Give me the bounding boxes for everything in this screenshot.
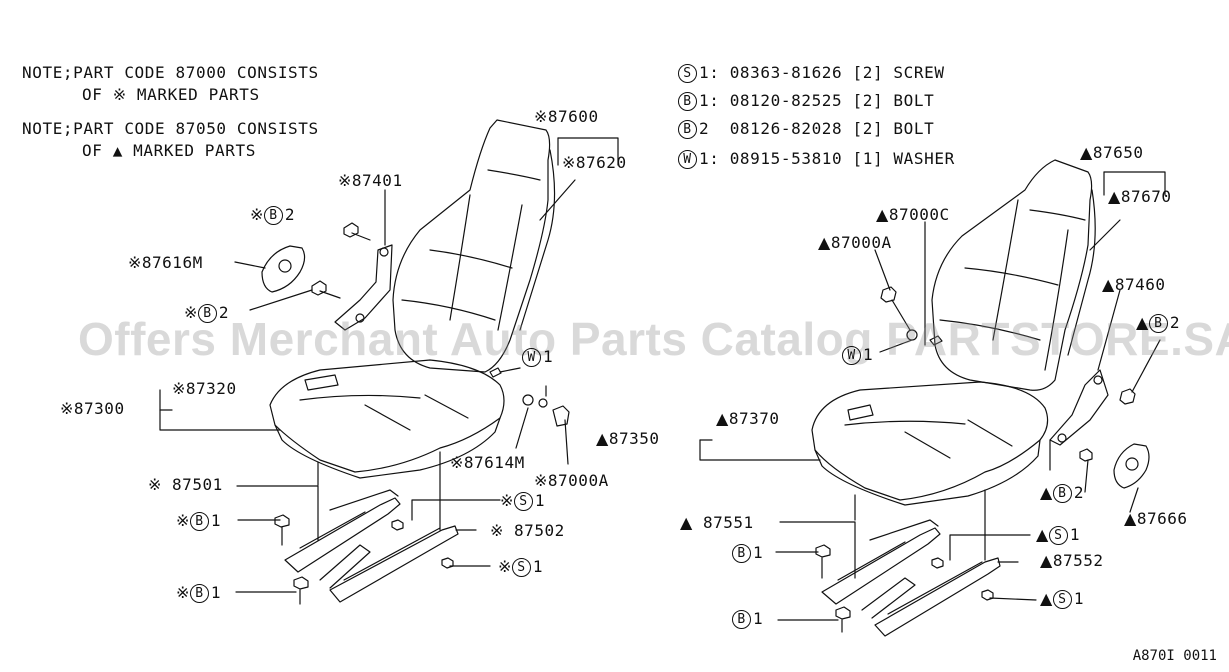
label-87551: ▲ 87551 (680, 513, 754, 532)
left-seat-rail-outer (329, 525, 459, 603)
watermark: Offers Merchant Auto Parts Catalog PARTS… (78, 313, 1229, 365)
label-87501: ※ 87501 (148, 475, 223, 494)
note-87050-line2: OF ▲ MARKED PARTS (82, 141, 256, 160)
label-87000C: ▲87000C (876, 205, 950, 224)
left-seat-assembly (159, 119, 619, 605)
figure-id: A870I 0011 (1132, 648, 1217, 664)
label-87552: ▲87552 (1040, 551, 1104, 570)
label-87320: ※87320 (172, 379, 237, 398)
note-87050: NOTE;PART CODE 87050 CONSISTS (22, 119, 319, 138)
note-87000-line2: OF ※ MARKED PARTS (82, 85, 260, 104)
label-87666: ▲87666 (1124, 509, 1188, 528)
label-87502: ※ 87502 (490, 521, 565, 540)
left-seat-rail-inner (284, 497, 401, 573)
label-87600: ※87600 (534, 107, 599, 126)
label-87350: ▲87350 (596, 429, 660, 448)
label-87370: ▲87370 (716, 409, 780, 428)
label-87620: ※87620 (562, 153, 627, 172)
label-87000A-right: ▲87000A (818, 233, 892, 252)
label-87670: ▲87670 (1108, 187, 1172, 206)
right-seat-rail-outer (874, 557, 1001, 637)
left-seatback (392, 119, 551, 373)
label-87460: ▲87460 (1102, 275, 1166, 294)
left-recliner-cover (261, 245, 306, 293)
label-87614M: ※87614M (450, 453, 525, 472)
label-87650: ▲87650 (1080, 143, 1144, 162)
note-87000: NOTE;PART CODE 87000 CONSISTS (22, 63, 319, 82)
right-seatback (931, 159, 1093, 391)
label-87300: ※87300 (60, 399, 125, 418)
right-seat-assembly (699, 159, 1166, 637)
label-87000A-left: ※87000A (534, 471, 609, 490)
right-recliner-cover (1113, 443, 1150, 489)
right-seat-rail-inner (821, 527, 941, 605)
label-87616M: ※87616M (128, 253, 203, 272)
label-87401: ※87401 (338, 171, 403, 190)
